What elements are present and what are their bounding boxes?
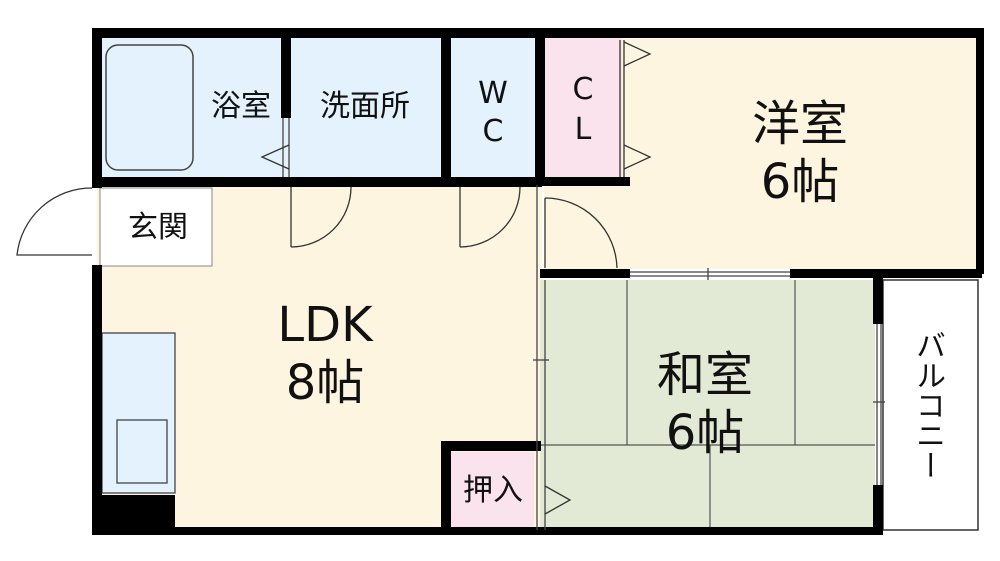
door-swings [16, 40, 652, 515]
tatami-lines [540, 280, 875, 527]
bath-floor [99, 37, 289, 177]
western-room-name: 洋室 [751, 96, 848, 152]
japanese-room-size: 6帖 [665, 405, 745, 461]
oshiire-label: 押入 [463, 473, 523, 508]
western-room-label: 洋室 6帖 [720, 95, 880, 211]
japanese-room-name: 和室 [656, 347, 753, 403]
wc-label-line2: C [482, 114, 504, 149]
closet-label: C L [548, 70, 618, 150]
ldk-name: LDK [277, 297, 373, 353]
wc-label: W C [458, 75, 528, 151]
fridge-block [97, 495, 175, 530]
japanese-room-label: 和室 6帖 [620, 346, 790, 462]
kitchen-counter-icon [101, 332, 176, 494]
bath-label: 浴室 [211, 89, 271, 124]
oshiire-floor [448, 452, 534, 530]
entrance-label: 玄関 [128, 210, 188, 245]
wc-floor [450, 37, 536, 177]
wc-label-line1: W [478, 76, 508, 111]
closet-floor-top [544, 37, 622, 177]
thin-partitions [282, 118, 885, 530]
japanese-floor [540, 280, 875, 530]
walls [92, 28, 984, 535]
balcony-floor [882, 279, 979, 531]
washroom-label: 洗面所 [320, 89, 410, 124]
closet-label-line1: C [572, 72, 594, 107]
closet-label-line2: L [574, 112, 592, 147]
western-room-size: 6帖 [760, 154, 840, 210]
entrance-floor [99, 187, 213, 267]
balcony-label: バルコニー [910, 330, 945, 480]
ldk-size: 8帖 [285, 355, 365, 411]
ldk-label: LDK 8帖 [240, 296, 410, 412]
bathtub-icon [105, 44, 194, 171]
washroom-floor [289, 37, 441, 177]
